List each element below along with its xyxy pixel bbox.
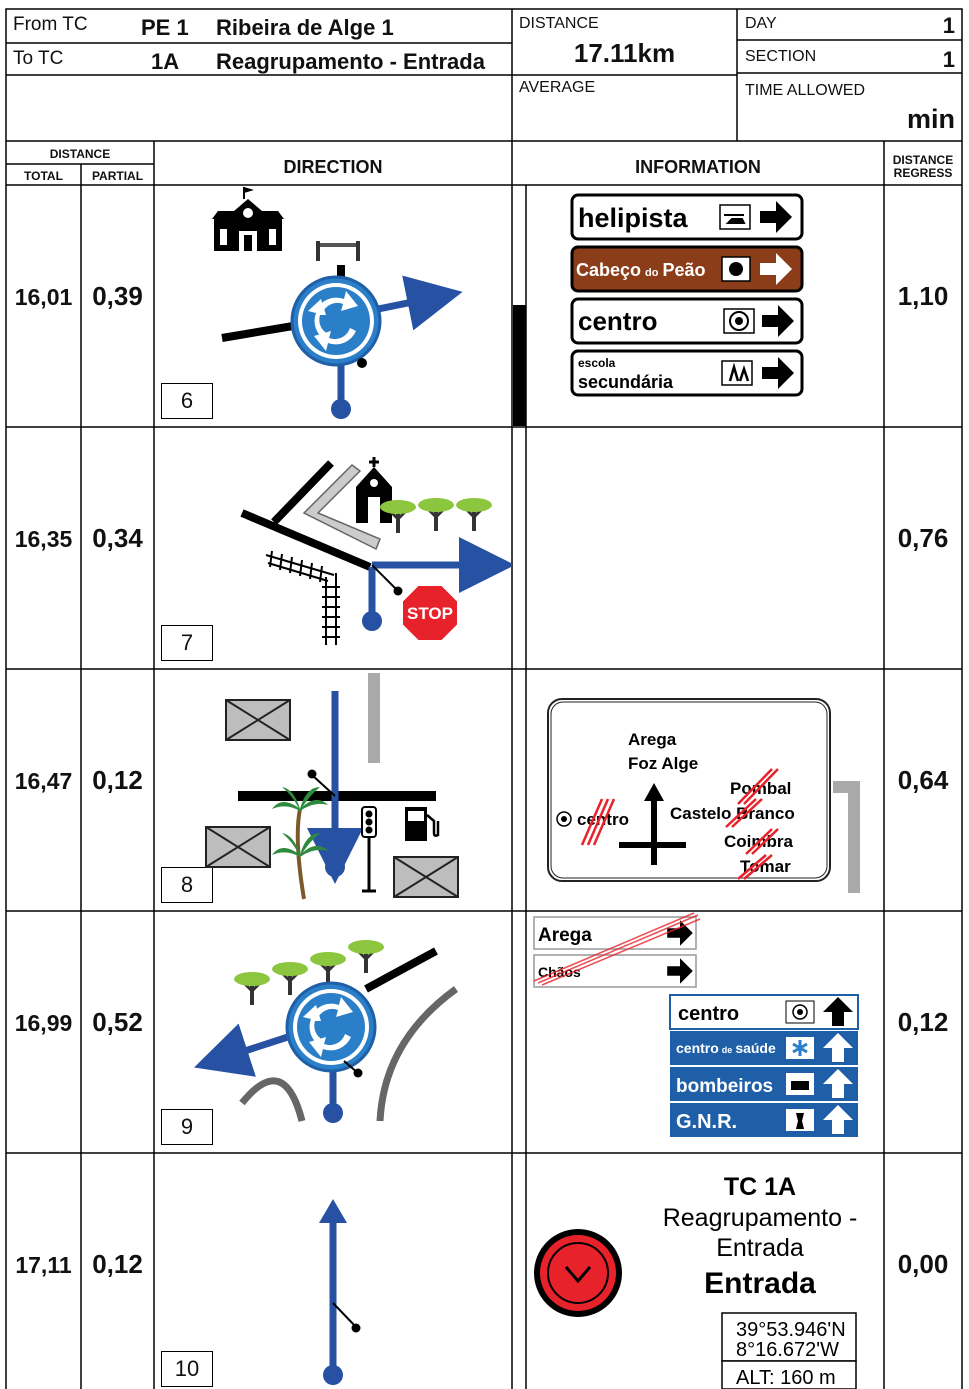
- diagram-step-6: [212, 187, 463, 419]
- distance-label: DISTANCE: [519, 15, 599, 32]
- svg-text:secundária: secundária: [578, 372, 674, 392]
- final-lon: 8°16.672'W: [736, 1339, 839, 1361]
- step-number: 9: [161, 1109, 213, 1145]
- svg-text:Foz Alge: Foz Alge: [628, 754, 698, 773]
- school-icon: [212, 187, 284, 251]
- stop-text: STOP: [407, 604, 453, 623]
- row-total: 16,35: [14, 526, 73, 552]
- sign-centro: centro: [570, 297, 804, 345]
- row-partial: 0,39: [92, 281, 143, 311]
- sign-escola-secundaria: escola secundária: [570, 349, 804, 397]
- gate-icon: [316, 241, 360, 261]
- final-alt: ALT: 160 m: [736, 1367, 836, 1389]
- to-name: Reagrupamento - Entrada: [216, 49, 485, 74]
- to-code: 1A: [151, 49, 180, 74]
- traffic-light-icon: [361, 806, 377, 893]
- col-regress-1: DISTANCE: [892, 153, 954, 167]
- row-partial: 0,52: [92, 1007, 143, 1037]
- col-partial: PARTIAL: [91, 169, 144, 183]
- col-information: INFORMATION: [635, 157, 761, 177]
- col-direction: DIRECTION: [283, 157, 383, 177]
- time-unit: min: [906, 104, 955, 134]
- fuel-pump-icon: [405, 807, 440, 841]
- time-control-icon: [534, 1229, 622, 1317]
- time-allowed-label: TIME ALLOWED: [745, 82, 866, 99]
- diagram-step-9: [194, 938, 459, 1123]
- final-lat: 39°53.946'N: [736, 1319, 846, 1341]
- row-regress: 0,12: [897, 1007, 949, 1037]
- row-total: 16,99: [14, 1010, 73, 1036]
- diagram-step-7: STOP: [240, 457, 512, 645]
- final-control: TC 1A Reagrupamento - Entrada Entrada 39…: [534, 1173, 857, 1389]
- from-label: From TC: [13, 14, 88, 35]
- day-label: DAY: [745, 15, 777, 32]
- step-number: 7: [161, 625, 213, 661]
- svg-text:G.N.R.: G.N.R.: [676, 1111, 737, 1133]
- svg-text:Arega: Arega: [538, 925, 592, 946]
- row-regress: 0,76: [897, 523, 949, 553]
- to-label: To TC: [13, 48, 64, 69]
- row-regress: 0,00: [897, 1249, 949, 1279]
- diagram-step-8: [205, 673, 459, 900]
- direction-sign-step-8: Arega Foz Alge Pombal Castelo Branco Coi…: [547, 698, 860, 893]
- diagram-step-10: [319, 1199, 361, 1385]
- row-total: 16,01: [14, 284, 73, 310]
- day-value: 1: [942, 13, 955, 38]
- row-regress: 0,64: [897, 765, 949, 795]
- sign-helipista: helipista: [570, 193, 804, 241]
- svg-text:centro: centro: [678, 1003, 739, 1025]
- section-value: 1: [942, 47, 955, 72]
- final-name-2: Entrada: [716, 1234, 804, 1262]
- row-total: 16,47: [14, 768, 73, 794]
- svg-text:bombeiros: bombeiros: [676, 1076, 773, 1097]
- step-number: 8: [161, 867, 213, 903]
- svg-text:helipista: helipista: [578, 203, 689, 233]
- section-label: SECTION: [745, 48, 817, 65]
- row-regress: 1,10: [897, 281, 949, 311]
- svg-text:Arega: Arega: [628, 730, 677, 749]
- svg-text:Chãos: Chãos: [538, 964, 581, 980]
- chapel-icon: [356, 457, 392, 523]
- col-total: TOTAL: [24, 169, 63, 183]
- svg-text:Castelo Branco: Castelo Branco: [670, 804, 795, 823]
- final-name-bold: Entrada: [704, 1267, 816, 1300]
- row-partial: 0,34: [92, 523, 143, 553]
- railway-icon: [265, 550, 340, 645]
- step-number: 10: [161, 1351, 213, 1387]
- col-regress-2: REGRESS: [893, 166, 953, 180]
- from-name: Ribeira de Alge 1: [216, 15, 394, 40]
- average-label: AVERAGE: [519, 79, 596, 96]
- svg-text:escola: escola: [578, 356, 616, 370]
- col-distance: DISTANCE: [49, 147, 111, 161]
- row-partial: 0,12: [92, 765, 143, 795]
- row-partial: 0,12: [92, 1249, 143, 1279]
- row-total: 17,11: [15, 1252, 72, 1278]
- svg-text:centro: centro: [578, 306, 657, 336]
- step-number: 6: [161, 383, 213, 419]
- palm-tree-icon: [272, 787, 328, 900]
- stop-sign-icon: STOP: [401, 584, 459, 642]
- final-tc: TC 1A: [724, 1173, 796, 1201]
- final-name-1: Reagrupamento -: [663, 1204, 858, 1232]
- from-code: PE 1: [141, 15, 189, 40]
- distance-value: 17.11km: [573, 38, 676, 68]
- direction-diagrams: STOP: [194, 187, 512, 1385]
